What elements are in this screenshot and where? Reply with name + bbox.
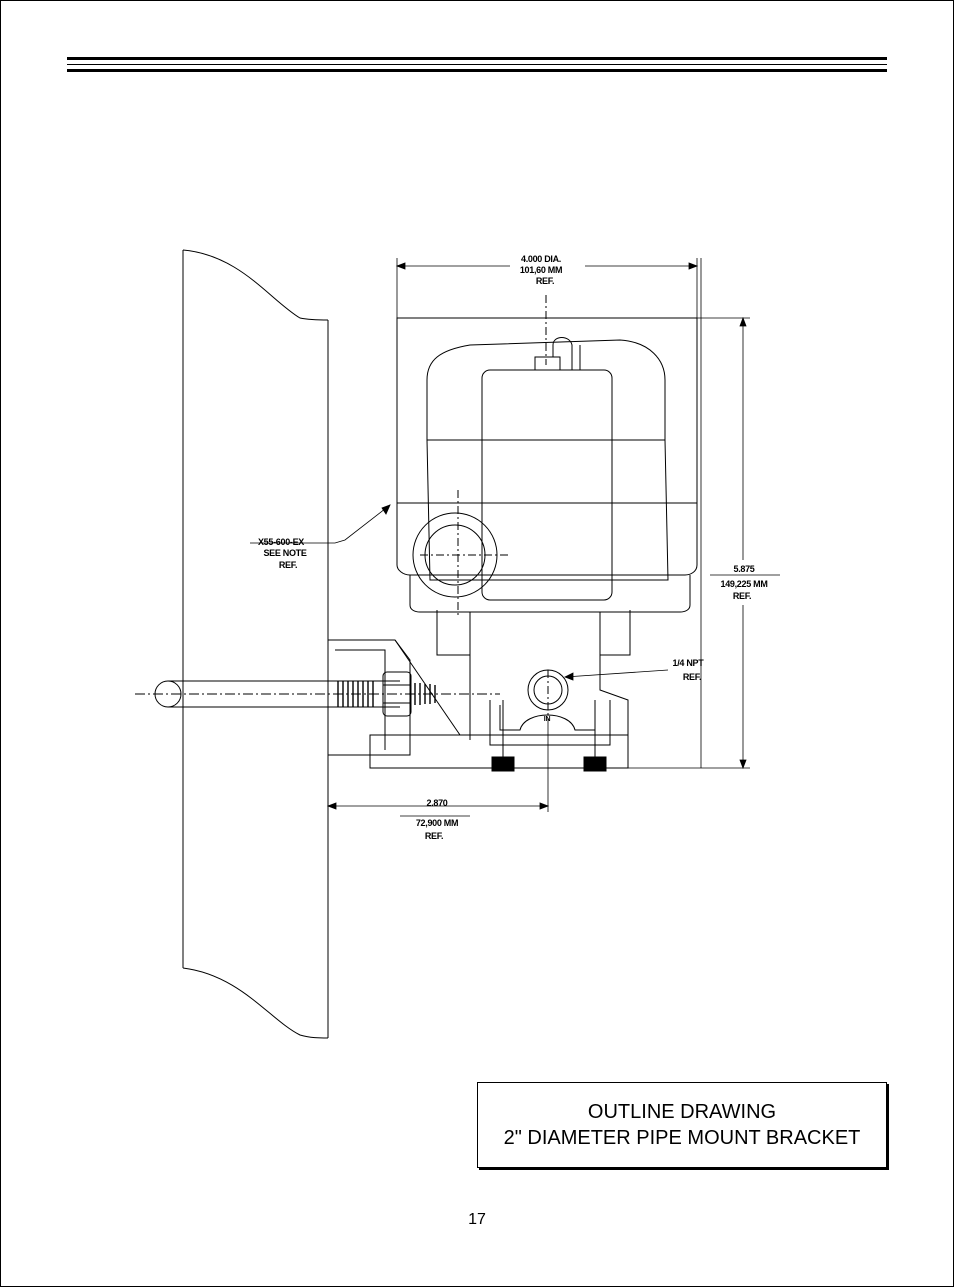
height-inch-label: 5.875 [733, 564, 754, 574]
centerlines [420, 295, 549, 720]
height-ref-label: REF. [733, 591, 751, 601]
diameter-dimension [395, 258, 702, 768]
regulator-body [436, 610, 631, 772]
npt-ref-label: REF. [683, 672, 701, 682]
npt-size-label: 1/4 NPT [673, 658, 705, 668]
header-rule-thin [67, 64, 887, 65]
page-number: 17 [468, 1211, 486, 1228]
header-rule-thick [67, 57, 887, 60]
diameter-ref-label: REF. [536, 276, 554, 286]
offset-ref-label: REF. [425, 831, 443, 841]
mounting-pipe [182, 249, 329, 1039]
title-block: OUTLINE DRAWING 2" DIAMETER PIPE MOUNT B… [477, 1082, 887, 1168]
diameter-inch-label: 4.000 DIA. [521, 254, 561, 264]
height-dimension [628, 316, 780, 770]
header-rule-thick-lower [67, 69, 887, 72]
title-line-2: 2" DIAMETER PIPE MOUNT BRACKET [503, 1127, 861, 1149]
offset-inch-label: 2.870 [426, 798, 447, 808]
offset-mm-label: 72,900 MM [416, 818, 458, 828]
offset-dimension [326, 720, 550, 817]
u-bolt [154, 671, 436, 717]
title-line-1: OUTLINE DRAWING [587, 1101, 777, 1123]
leader-lines [250, 504, 669, 681]
part-note-label: SEE NOTE [263, 548, 306, 558]
part-ref-label: REF. [279, 560, 297, 570]
inlet-label: IN [544, 716, 551, 723]
diameter-mm-label: 101,60 MM [520, 265, 562, 275]
dimension-labels: 4.000 DIA. 101,60 MM REF. 5.875 149,225 … [258, 254, 768, 841]
enclosure-housing [396, 317, 698, 613]
part-number-label: X55-600-EX [258, 537, 304, 547]
height-mm-label: 149,225 MM [720, 579, 767, 589]
